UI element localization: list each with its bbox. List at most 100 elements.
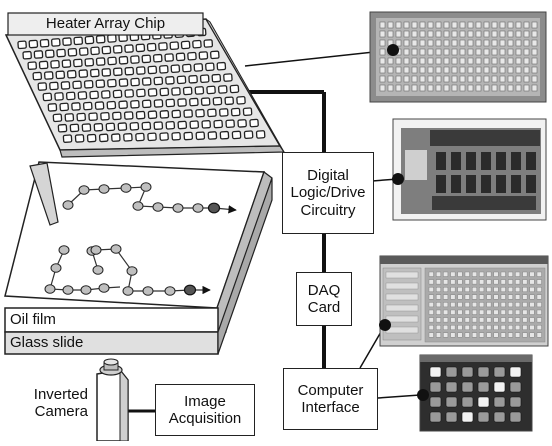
heater-cell bbox=[176, 75, 187, 85]
heater-cell bbox=[237, 119, 247, 128]
heater-cell bbox=[56, 48, 66, 58]
photo-gui-closeup bbox=[417, 354, 533, 432]
heater-cell bbox=[141, 54, 152, 64]
heater-cell bbox=[192, 39, 202, 49]
heater-cell bbox=[52, 113, 63, 123]
daq-card-line-1: DAQ bbox=[307, 281, 341, 299]
heater-cell bbox=[164, 53, 174, 62]
heater-cell bbox=[78, 47, 89, 56]
heater-cell bbox=[69, 123, 80, 133]
heater-cell bbox=[86, 133, 97, 143]
heater-cell bbox=[206, 85, 216, 95]
image-acquisition-line-2: Acquisition bbox=[168, 410, 242, 427]
heater-cell bbox=[146, 42, 157, 52]
marker-dot-circuit bbox=[392, 173, 404, 185]
heater-cell bbox=[95, 79, 106, 89]
heater-cell bbox=[59, 102, 69, 112]
heater-cell bbox=[207, 131, 218, 140]
heater-cell bbox=[219, 130, 230, 140]
heater-cell bbox=[71, 102, 81, 111]
heater-cell bbox=[113, 67, 123, 77]
pipette bbox=[29, 162, 59, 226]
heater-cell bbox=[111, 133, 121, 142]
heater-cell bbox=[118, 100, 128, 110]
heater-cell bbox=[211, 73, 222, 83]
digital-logic-box bbox=[282, 152, 374, 234]
heater-cell bbox=[84, 57, 95, 67]
droplet bbox=[80, 285, 92, 295]
heater-cell bbox=[47, 103, 58, 112]
droplet bbox=[62, 285, 74, 295]
heater-cell bbox=[94, 101, 105, 110]
daq-card-box bbox=[296, 272, 352, 326]
heater-cell bbox=[89, 68, 100, 78]
droplet bbox=[92, 265, 104, 275]
droplet bbox=[78, 185, 90, 195]
heater-cell bbox=[72, 80, 82, 90]
heater-cell bbox=[88, 112, 98, 121]
droplet bbox=[152, 202, 164, 212]
droplet-final bbox=[207, 202, 221, 214]
droplet bbox=[98, 184, 110, 194]
heater-cell bbox=[171, 131, 181, 141]
heater-cell bbox=[152, 53, 163, 63]
computer-interface-line-1: Computer bbox=[297, 381, 364, 399]
heater-cell bbox=[193, 63, 204, 72]
heater-cell bbox=[112, 45, 123, 54]
heater-cell bbox=[42, 92, 53, 102]
daq-card-label: DAQ Card bbox=[296, 272, 352, 326]
heater-cell bbox=[101, 68, 112, 77]
heater-grid bbox=[17, 27, 266, 143]
heater-cell bbox=[105, 122, 116, 132]
heater-cell bbox=[61, 59, 72, 68]
heater-cell bbox=[200, 97, 211, 106]
heater-cell bbox=[81, 123, 92, 132]
inverted-camera bbox=[96, 358, 129, 442]
heater-cell bbox=[169, 41, 180, 50]
droplet bbox=[58, 245, 70, 255]
heater-cell bbox=[205, 62, 215, 72]
heater-cell bbox=[212, 96, 223, 106]
heater-cell bbox=[165, 98, 176, 108]
heater-cell bbox=[112, 89, 123, 99]
heater-cell bbox=[136, 88, 146, 98]
heater-cell bbox=[159, 64, 169, 74]
heater-cell bbox=[118, 55, 129, 65]
heater-cell bbox=[180, 40, 191, 50]
heater-cell bbox=[74, 134, 85, 143]
heater-cell bbox=[76, 112, 86, 122]
droplet bbox=[132, 201, 144, 211]
heater-cell bbox=[135, 43, 146, 53]
glass-slide-stack bbox=[4, 161, 273, 355]
heater-cell bbox=[203, 39, 214, 48]
heater-cell bbox=[43, 71, 54, 80]
droplet bbox=[192, 203, 204, 213]
heater-cell bbox=[123, 133, 133, 142]
photo-chip bbox=[369, 11, 547, 103]
heater-cell bbox=[22, 50, 32, 60]
inverted-camera-label: Inverted Camera bbox=[14, 386, 88, 421]
heater-cell bbox=[49, 81, 59, 91]
heater-cell bbox=[90, 46, 100, 56]
heater-cell bbox=[255, 130, 266, 139]
heater-cell bbox=[62, 134, 73, 143]
heater-cell bbox=[231, 130, 242, 140]
heater-cell bbox=[33, 50, 44, 59]
heater-cell bbox=[50, 59, 60, 69]
inverted-camera-line-1: Inverted bbox=[33, 386, 88, 403]
digital-logic-label: Digital Logic/Drive Circuitry bbox=[282, 152, 374, 234]
marker-dot-gui bbox=[417, 389, 429, 401]
heater-cell bbox=[130, 99, 140, 109]
glass-slide-label: Glass slide bbox=[10, 334, 84, 351]
heater-cell bbox=[39, 38, 50, 48]
heater-cell bbox=[147, 65, 158, 75]
heater-cell bbox=[171, 109, 182, 119]
heater-cell bbox=[129, 121, 140, 131]
heater-cell bbox=[171, 87, 181, 96]
droplet bbox=[98, 283, 110, 293]
heater-cell bbox=[98, 133, 109, 143]
heater-cell bbox=[57, 123, 68, 133]
heater-cell bbox=[27, 61, 37, 70]
heater-cell bbox=[136, 66, 146, 75]
heater-cell bbox=[213, 119, 223, 129]
